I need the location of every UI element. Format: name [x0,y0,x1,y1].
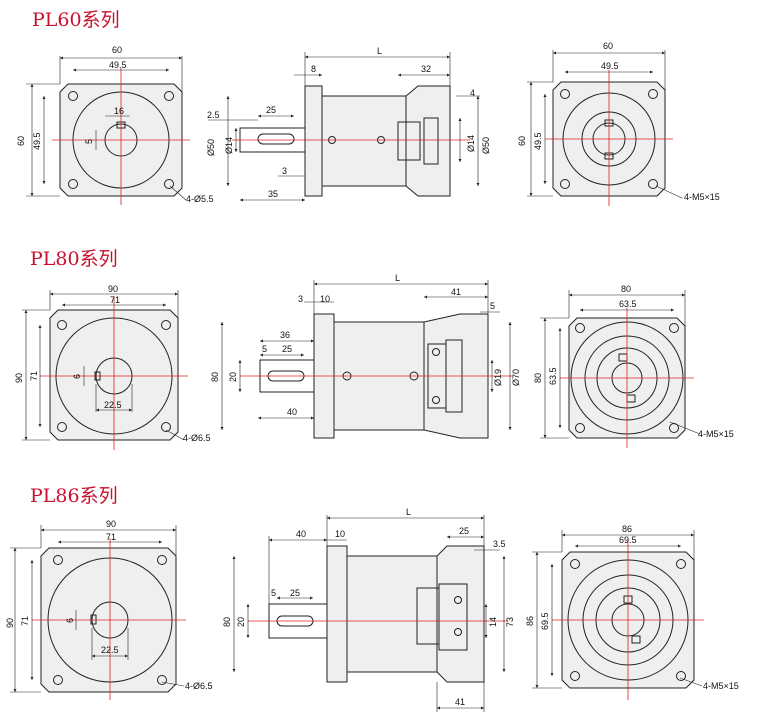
pl86-side-view [232,515,508,712]
pl86-side-rear-step: 3.5 [493,539,506,549]
pl60-side-shaft-len: 35 [268,189,278,199]
pl80-key-pos: 22.5 [104,400,122,410]
pl80-side-key-zone: 36 [280,330,290,340]
pl80-front-bolt-pitch-v: 71 [29,371,39,381]
pl60-side-d-shaft: Ø14 [224,137,234,154]
pl60-rear-bolt-pitch-v: 49.5 [533,132,543,150]
pl86-key-height: 6 [65,618,75,623]
pl60-side-key-edge: 2.5 [207,110,220,120]
pl86-side-key-edge: 5 [271,588,276,598]
pl80-front-view [22,290,188,450]
pl80-rear-width: 80 [621,284,631,294]
pl86-front-bolt-pitch: 71 [106,532,116,542]
pl86-rear-holes: 4-M5×15 [703,681,739,691]
pl86-rear-height: 86 [525,616,535,626]
pl60-front-height: 60 [16,136,26,146]
pl80-side-shaft-len: 40 [287,407,297,417]
pl80-side-shoulder: 3 [298,294,303,304]
pl60-rear-holes: 4-M5×15 [684,192,720,202]
pl60-front-holes: 4-Ø5.5 [186,194,214,204]
pl60-front-view [26,56,190,205]
pl80-rear-bolt-pitch-v: 63.5 [548,367,558,385]
pl60-side-rear-step: 4 [470,88,475,98]
pl80-front-bolt-pitch: 71 [110,295,120,305]
pl86-rear-bolt-pitch-v: 69.5 [540,612,550,630]
pl60-front-width: 60 [112,45,122,55]
pl80-title: PL80系列 [30,248,118,270]
pl80-rear-bolt-pitch: 63.5 [619,299,637,309]
pl60-side-view [208,52,480,202]
pl80-side-key-edge: 5 [262,344,267,354]
pl60-side-length: L [377,46,382,56]
pl60-side-d-in-pilot: Ø50 [481,137,491,154]
pl80-side-rear: 41 [451,287,461,297]
pl86-front-holes: 4-Ø6.5 [185,681,213,691]
pl86-front-view [10,525,186,700]
pl60-rear-view [527,50,683,206]
pl80-key-height: 6 [72,374,82,379]
pl86-front-width: 90 [106,519,116,529]
pl80-side-key-len: 25 [282,344,292,354]
pl86-key-pos: 22.5 [101,645,119,655]
pl86-side-key-len: 25 [290,588,300,598]
pl60-rear-bolt-pitch: 49.5 [601,61,619,71]
pl80-side-d-shaft: 20 [228,372,238,382]
pl86-side-d-shaft: 20 [236,617,246,627]
pl80-rear-holes: 4-M5×15 [698,429,734,439]
pl60-key-width: 16 [114,106,124,116]
pl86-front-bolt-pitch-v: 71 [20,616,30,626]
pl60-front-bolt-pitch: 49.5 [109,60,127,70]
pl60-rear-width: 60 [603,41,613,51]
pl86-side-rear-bottom: 41 [455,697,465,707]
pl86-side-d-in: 14 [488,617,498,627]
pl80-rear-view [540,290,701,448]
pl80-side-view [220,280,512,439]
pl86-side-d-pilot: 80 [222,617,232,627]
pl80-side-length: L [395,273,400,283]
pl80-rear-height: 80 [533,373,543,383]
pl80-side-d-in: Ø19 [493,369,503,386]
pl86-side-flange: 10 [335,529,345,539]
pl86-side-shaft-len: 40 [296,529,306,539]
pl60-side-shoulder: 3 [282,166,287,176]
pl80-side-flange: 10 [320,294,330,304]
pl80-front-holes: 4-Ø6.5 [183,433,211,443]
pl86-rear-bolt-pitch: 69.5 [619,535,637,545]
pl86-rear-view [532,530,704,700]
pl86-side-d-in-pilot: 73 [505,617,515,627]
pl86-side-rear: 25 [459,526,469,536]
pl60-side-rear: 32 [421,64,431,74]
pl60-front-bolt-pitch-v: 49.5 [32,132,42,150]
pl60-key-height: 5 [84,139,94,144]
pl60-title: PL60系列 [32,9,120,31]
pl86-front-height: 90 [5,618,15,628]
pl86-side-length: L [406,507,411,517]
pl86-rear-width: 86 [622,524,632,534]
pl80-side-d-in-pilot: Ø70 [511,369,521,386]
pl60-side-d-in: Ø14 [466,135,476,152]
pl60-rear-height: 60 [517,136,527,146]
pl80-front-height: 90 [14,373,24,383]
pl60-side-d-pilot: Ø50 [206,139,216,156]
pl80-front-width: 90 [108,284,118,294]
pl80-side-rear-step: 5 [490,301,495,311]
pl80-side-d-pilot: 80 [210,372,220,382]
pl86-title: PL86系列 [30,485,118,507]
pl60-side-key-len: 25 [266,105,276,115]
pl60-side-flange: 8 [311,64,316,74]
